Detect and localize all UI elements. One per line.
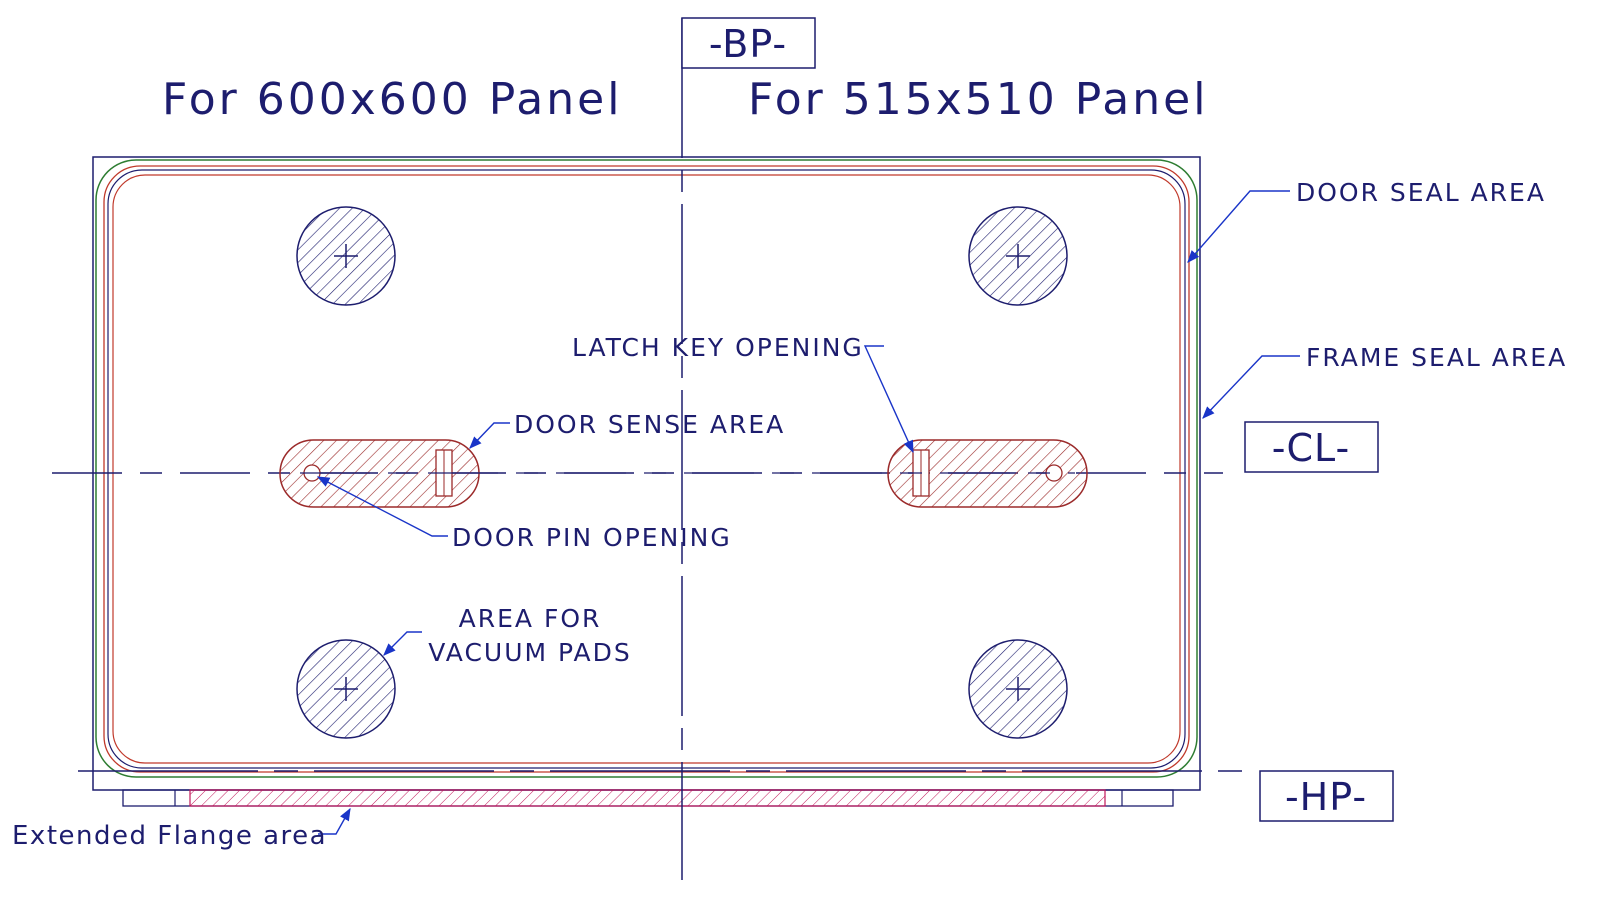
door-seal-line-mid bbox=[107, 169, 1186, 769]
vacuum-pad-bottom-left bbox=[296, 639, 396, 739]
label-latch-key-opening: LATCH KEY OPENING bbox=[572, 333, 864, 362]
frame-seal-line bbox=[95, 159, 1198, 778]
leader-frame-seal bbox=[1202, 355, 1300, 419]
label-door-sense-area: DOOR SENSE AREA bbox=[514, 410, 785, 439]
leader-latch-key bbox=[863, 345, 914, 454]
label-vacuum-pads-line2: VACUUM PADS bbox=[428, 638, 631, 667]
label-door-seal-area: DOOR SEAL AREA bbox=[1296, 178, 1546, 207]
vacuum-pad-bottom-right bbox=[968, 639, 1068, 739]
leader-vacuum-pads bbox=[383, 631, 422, 656]
door-seal-line-inner bbox=[112, 174, 1181, 764]
label-extended-flange-area: Extended Flange area bbox=[12, 821, 327, 851]
label-door-pin-opening: DOOR PIN OPENING bbox=[452, 523, 732, 552]
vacuum-pad-top-left bbox=[296, 206, 396, 306]
leader-door-sense bbox=[469, 422, 510, 449]
svg-text:-BP-: -BP- bbox=[709, 22, 787, 66]
leader-door-pin bbox=[316, 476, 448, 537]
extended-flange bbox=[122, 789, 1174, 807]
datum-bp: -BP- bbox=[681, 17, 816, 69]
leader-extended-flange bbox=[318, 807, 351, 835]
datum-hp: -HP- bbox=[1259, 770, 1394, 822]
heading-left-panel: For 600x600 Panel bbox=[162, 74, 622, 125]
label-frame-seal-area: FRAME SEAL AREA bbox=[1306, 343, 1567, 372]
datum-cl: -CL- bbox=[1244, 421, 1379, 473]
label-vacuum-pads-line1: AREA FOR bbox=[459, 604, 602, 633]
svg-text:-CL-: -CL- bbox=[1272, 426, 1350, 470]
door-seal-line-outer bbox=[103, 165, 1190, 773]
leader-door-seal bbox=[1187, 190, 1290, 263]
vacuum-pad-top-right bbox=[968, 206, 1068, 306]
svg-text:-HP-: -HP- bbox=[1285, 775, 1367, 819]
heading-right-panel: For 515x510 Panel bbox=[748, 74, 1208, 125]
